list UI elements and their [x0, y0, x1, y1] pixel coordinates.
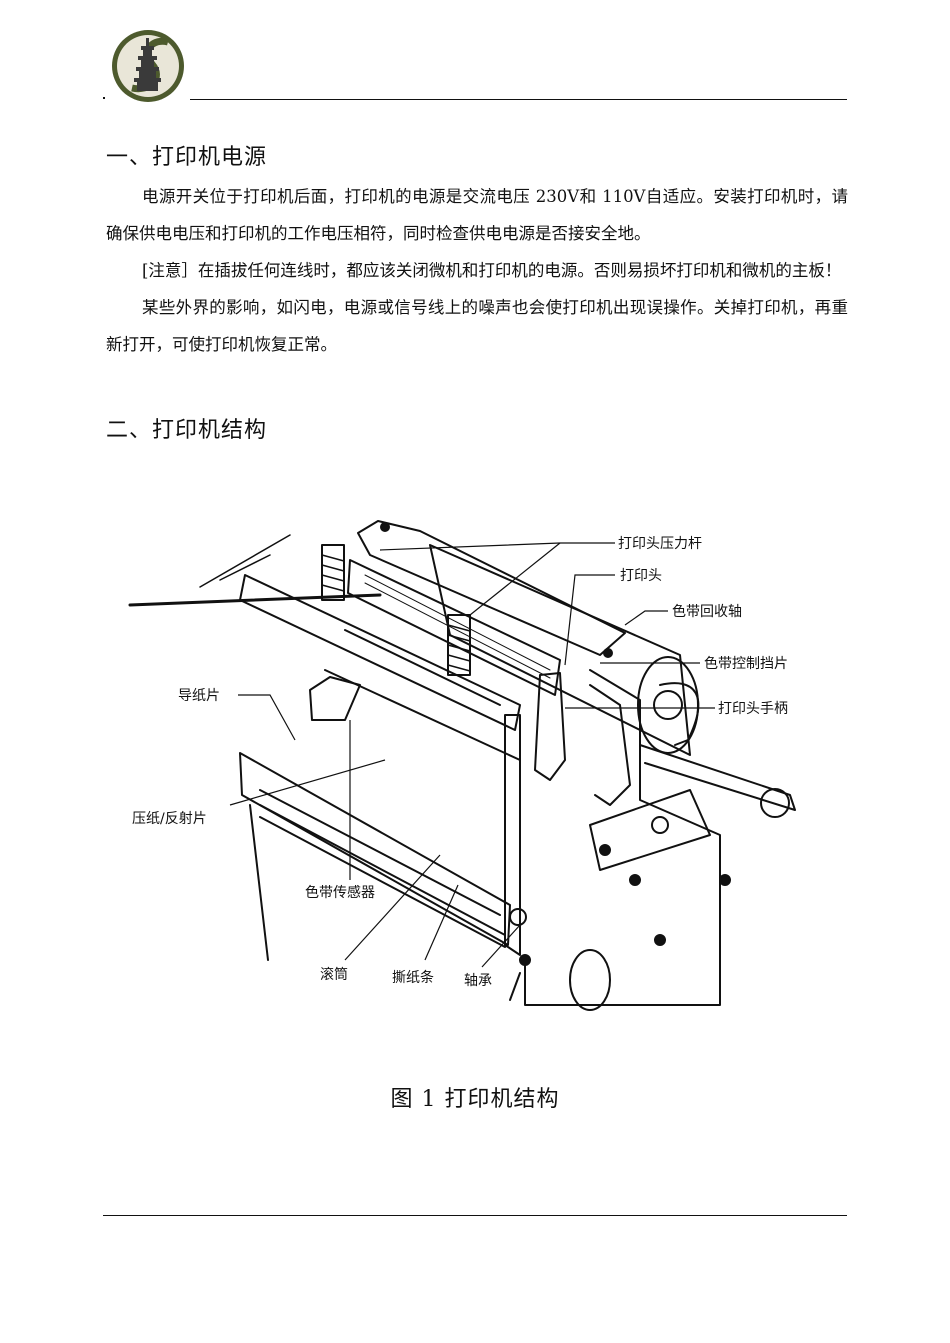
label-bearing: 轴承	[464, 973, 492, 989]
label-print-head: 打印头	[620, 567, 662, 584]
paragraph: [注意］在插拔任何连线时，都应该关闭微机和打印机的电源。否则易损坏打印机和微机的…	[142, 261, 842, 280]
paragraph: 电源开关位于打印机后面，打印机的电源是交流电压 230V和 110V自适应。安装…	[106, 187, 848, 243]
paper-guide-plate	[239, 752, 511, 946]
label-print-head-pressure-lever: 打印头压力杆	[618, 535, 702, 552]
header-rule	[190, 99, 847, 100]
ribbon-rewind-hub	[653, 690, 683, 720]
sensor-mount	[309, 676, 361, 721]
label-pressure-reflector: 压纸/反射片	[132, 811, 207, 827]
right-rail	[639, 744, 796, 811]
paper-path	[249, 804, 269, 961]
print-head-handle	[534, 672, 566, 781]
section-title-power: 一、打印机电源	[106, 145, 268, 170]
printer-diagram: 打印头压力杆 打印头 色带回收轴 色带控制挡片 打印头手柄 导纸片 压纸/反射片…	[128, 520, 796, 1011]
label-ribbon-rewind-shaft: 色带回收轴	[672, 603, 742, 620]
section-title-structure: 二、打印机结构	[106, 418, 268, 443]
footer-rule	[103, 1215, 847, 1216]
figure-caption: 图 1 打印机结构	[390, 1087, 560, 1112]
label-ribbon-control-plate: 色带控制挡片	[704, 655, 788, 672]
label-paper-guide: 导纸片	[178, 688, 220, 704]
label-roller: 滚筒	[320, 966, 348, 983]
label-tear-bar: 撕纸条	[392, 969, 434, 986]
header-dot	[103, 97, 105, 99]
gear-ring	[569, 949, 611, 1011]
tear-bar	[259, 789, 501, 916]
front-rail	[239, 574, 521, 731]
pagoda-logo	[110, 28, 186, 104]
paragraph: 某些外界的影响，如闪电，电源或信号线上的噪声也会使打印机出现误操作。关掉打印机，…	[106, 298, 848, 354]
left-side-plate	[504, 714, 521, 956]
right-side-plate	[524, 669, 721, 1006]
label-print-head-handle: 打印头手柄	[718, 700, 788, 717]
roller	[259, 804, 506, 948]
section-power-body: 电源开关位于打印机后面，打印机的电源是交流电压 230V和 110V自适应。安装…	[106, 178, 848, 363]
bracket	[589, 789, 711, 871]
pressure-rod	[128, 593, 382, 607]
print-head-block	[347, 559, 561, 696]
printer-structure-figure: 打印头压力杆 打印头 色带回收轴 色带控制挡片 打印头手柄 导纸片 压纸/反射片…	[120, 505, 840, 1020]
spring-left	[321, 544, 345, 601]
lower-rail	[324, 629, 521, 761]
top-cover	[357, 520, 626, 656]
label-ribbon-sensor: 色带传感器	[305, 884, 375, 901]
